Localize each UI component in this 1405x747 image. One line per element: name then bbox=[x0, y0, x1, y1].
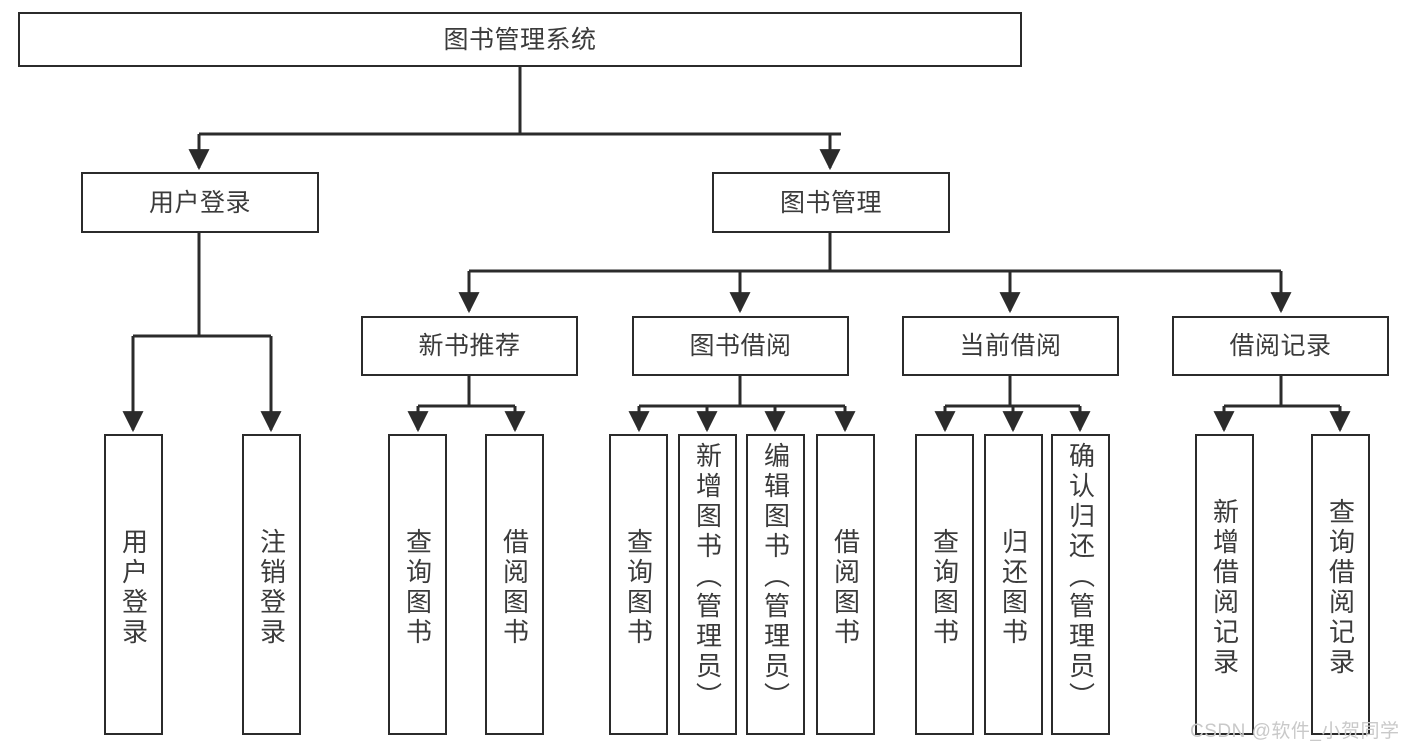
node-leaf-logout[interactable]: 注销登录 bbox=[242, 434, 301, 735]
node-current-borrow[interactable]: 当前借阅 bbox=[902, 316, 1119, 376]
node-leaf-add-book-admin[interactable]: 新增图书（管理员） bbox=[678, 434, 737, 735]
node-leaf-query-books-borrow[interactable]: 查询图书 bbox=[609, 434, 668, 735]
node-leaf-add-borrow-record[interactable]: 新增借阅记录 bbox=[1195, 434, 1254, 735]
node-label: 借阅记录 bbox=[1229, 332, 1332, 360]
node-leaf-query-borrow-record[interactable]: 查询借阅记录 bbox=[1311, 434, 1370, 735]
node-label: 新增图书（管理员） bbox=[692, 442, 723, 712]
node-label: 新书推荐 bbox=[418, 332, 521, 360]
node-label: 用户登录 bbox=[148, 188, 251, 217]
csdn-watermark: CSDN @软件_小贺同学 bbox=[1190, 721, 1400, 742]
node-root-system[interactable]: 图书管理系统 bbox=[18, 12, 1022, 67]
node-label: 当前借阅 bbox=[959, 332, 1062, 360]
node-leaf-user-login[interactable]: 用户登录 bbox=[104, 434, 163, 735]
node-label: 编辑图书（管理员） bbox=[760, 442, 791, 712]
node-label: 借阅图书 bbox=[830, 527, 861, 648]
node-user-login[interactable]: 用户登录 bbox=[81, 172, 319, 233]
node-label: 归还图书 bbox=[998, 527, 1029, 648]
node-leaf-query-books-current[interactable]: 查询图书 bbox=[915, 434, 974, 735]
node-label: 查询图书 bbox=[402, 527, 433, 648]
node-leaf-confirm-return-admin[interactable]: 确认归还（管理员） bbox=[1051, 434, 1110, 735]
node-label: 查询借阅记录 bbox=[1325, 497, 1356, 678]
node-label: 新增借阅记录 bbox=[1209, 497, 1240, 678]
node-leaf-query-books-new[interactable]: 查询图书 bbox=[388, 434, 447, 735]
node-label: 注销登录 bbox=[256, 527, 287, 648]
node-leaf-borrow-books[interactable]: 借阅图书 bbox=[816, 434, 875, 735]
node-new-book-recommend[interactable]: 新书推荐 bbox=[361, 316, 578, 376]
node-leaf-return-books[interactable]: 归还图书 bbox=[984, 434, 1043, 735]
node-label: 查询图书 bbox=[929, 527, 960, 648]
node-leaf-borrow-books-new[interactable]: 借阅图书 bbox=[485, 434, 544, 735]
node-book-management[interactable]: 图书管理 bbox=[712, 172, 950, 233]
node-label: 用户登录 bbox=[118, 527, 149, 648]
node-label: 查询图书 bbox=[623, 527, 654, 648]
node-label: 图书管理 bbox=[779, 188, 882, 217]
node-borrow-records[interactable]: 借阅记录 bbox=[1172, 316, 1389, 376]
node-label: 借阅图书 bbox=[499, 527, 530, 648]
node-label: 确认归还（管理员） bbox=[1065, 442, 1096, 712]
node-leaf-edit-book-admin[interactable]: 编辑图书（管理员） bbox=[746, 434, 805, 735]
node-book-borrow[interactable]: 图书借阅 bbox=[632, 316, 849, 376]
node-label: 图书管理系统 bbox=[443, 25, 597, 54]
node-label: 图书借阅 bbox=[689, 332, 792, 360]
